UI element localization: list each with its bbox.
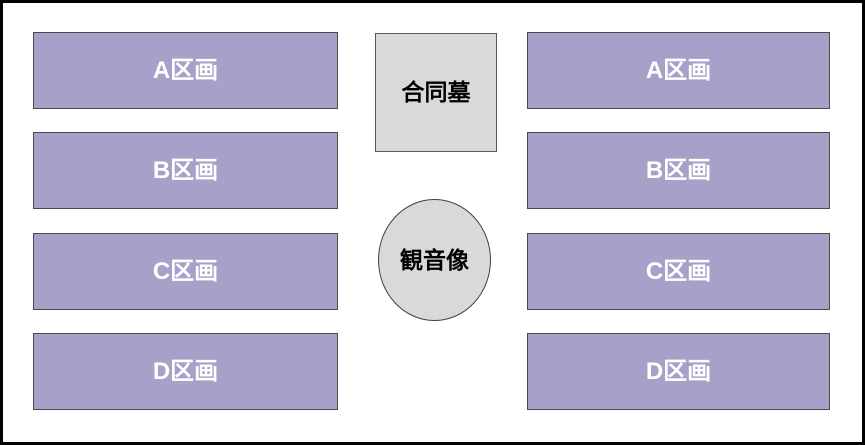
section-right-a-label: A区画 [645,56,712,84]
section-left-a-label: A区画 [152,56,219,84]
section-left-c-label: C区画 [152,257,219,285]
section-right-a: A区画 [527,32,830,109]
section-right-d: D区画 [527,333,830,410]
kannon-statue-circle: 観音像 [378,199,491,321]
section-right-d-label: D区画 [645,357,712,385]
section-left-d: D区画 [33,333,338,410]
section-right-c: C区画 [527,233,830,310]
section-left-a: A区画 [33,32,338,109]
section-right-c-label: C区画 [645,257,712,285]
kannon-statue-label: 観音像 [400,246,469,273]
section-right-b-label: B区画 [645,156,712,184]
communal-grave-label: 合同墓 [401,79,471,105]
section-left-b: B区画 [33,132,338,209]
section-left-d-label: D区画 [152,357,219,385]
section-right-b: B区画 [527,132,830,209]
section-left-c: C区画 [33,233,338,310]
section-left-b-label: B区画 [152,156,219,184]
communal-grave-square: 合同墓 [375,33,497,152]
